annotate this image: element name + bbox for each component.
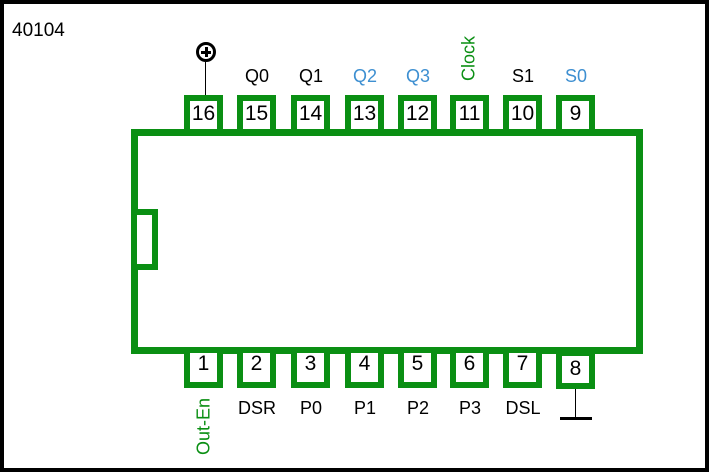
pin-9: 9 bbox=[556, 95, 595, 130]
pin-15-label: Q0 bbox=[244, 66, 269, 86]
ground-icon bbox=[560, 417, 592, 420]
pin-1: 1 bbox=[184, 353, 223, 388]
pin-3-label: P0 bbox=[299, 398, 323, 418]
pin-11-label: Clock bbox=[458, 36, 479, 82]
pin-12-label: Q3 bbox=[405, 66, 430, 86]
pin-15: 15 bbox=[237, 95, 276, 130]
pin-10: 10 bbox=[503, 95, 542, 130]
pin-14: 14 bbox=[291, 95, 330, 130]
pin-14-label: Q1 bbox=[298, 66, 323, 86]
pin-11: 11 bbox=[450, 95, 489, 130]
vcc-lead-line bbox=[205, 62, 206, 96]
vcc-plus-icon bbox=[196, 42, 216, 62]
pin-4-label: P1 bbox=[353, 398, 377, 418]
chip-part-number: 40104 bbox=[12, 20, 65, 41]
pin-2-label: DSR bbox=[237, 398, 276, 418]
pin-5-label: P2 bbox=[406, 398, 430, 418]
chip-orientation-notch bbox=[131, 209, 158, 270]
pin-9-label: S0 bbox=[564, 66, 588, 86]
pin-13-label: Q2 bbox=[352, 66, 377, 86]
pin-5: 5 bbox=[398, 353, 437, 388]
pin-13: 13 bbox=[345, 95, 384, 130]
pin-2: 2 bbox=[237, 353, 276, 388]
pin-4: 4 bbox=[345, 353, 384, 388]
pin-6-label: P3 bbox=[458, 398, 482, 418]
pin-3: 3 bbox=[291, 353, 330, 388]
pin-8: 8 bbox=[556, 350, 595, 389]
pin-1-label: Out-En bbox=[193, 397, 214, 456]
pin-10-label: S1 bbox=[511, 66, 535, 86]
chip-body bbox=[131, 129, 643, 354]
pin-6: 6 bbox=[450, 353, 489, 388]
pin-16: 16 bbox=[184, 95, 223, 130]
pin-7-label: DSL bbox=[505, 398, 541, 418]
pin-7: 7 bbox=[503, 353, 542, 388]
pin-12: 12 bbox=[398, 95, 437, 130]
ground-lead-line bbox=[575, 389, 576, 418]
